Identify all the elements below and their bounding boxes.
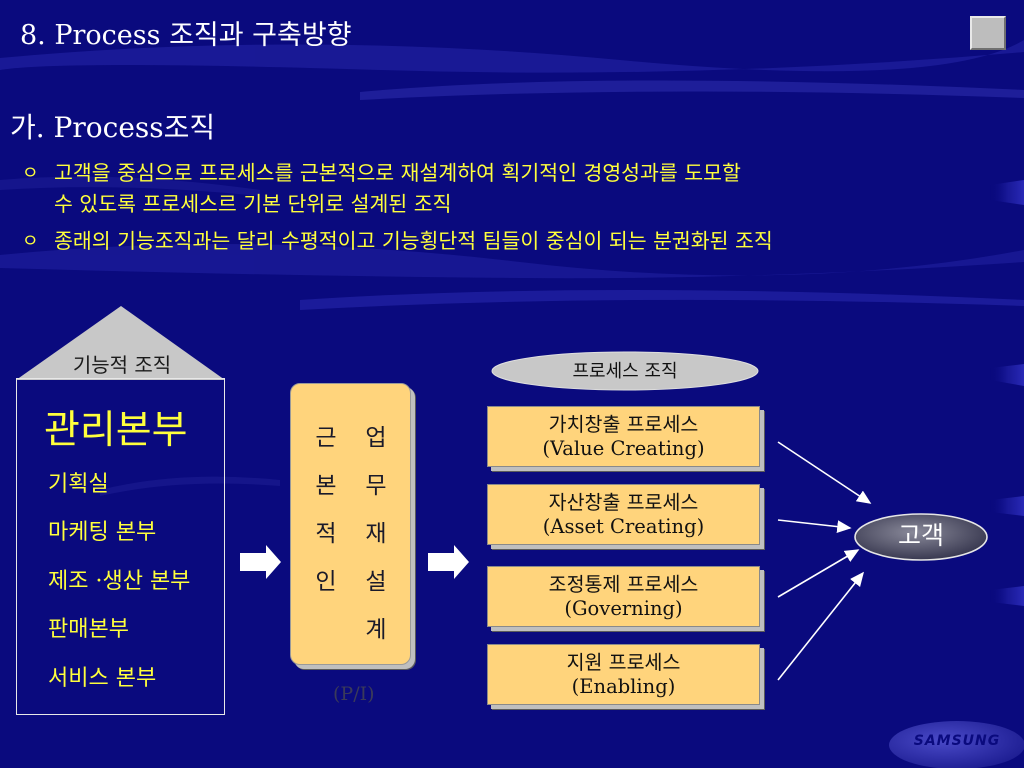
functional-org-item: 마케팅 본부: [48, 520, 157, 545]
functional-org-item: 판매본부: [48, 617, 129, 642]
redesign-char: 본: [315, 473, 337, 499]
functional-org-box: [16, 378, 225, 715]
bullet-mark-icon: ㅇ: [22, 231, 39, 252]
section-heading: 가. Process조직: [10, 111, 216, 144]
process-org-label: 프로세스 조직: [572, 361, 678, 382]
process-org-ellipse: [491, 351, 759, 391]
bullet-item: ㅇ 고객을 중심으로 프로세스를 근본적으로 재설계하여 획기적인 경영성과를 …: [0, 158, 1010, 220]
process-box-asset-creating[interactable]: 자산창출 프로세스 (Asset Creating): [487, 484, 760, 545]
logo-ellipse: [889, 721, 1024, 768]
functional-org-label: 기능적 조직: [72, 353, 172, 377]
arrow-enabling-to-customer: [777, 571, 864, 681]
bullet-mark-icon: ㅇ: [22, 163, 39, 184]
samsung-logo: SAMSUNG: [913, 733, 1001, 749]
functional-org-item: 제조 ·생산 본부: [48, 569, 191, 594]
redesign-char: 설: [365, 569, 387, 595]
arrow-value-to-customer: [777, 441, 872, 504]
arrow-asset-to-customer: [777, 519, 852, 533]
process-name-en: (Enabling): [571, 675, 676, 698]
bullet-item: ㅇ 종래의 기능조직과는 달리 수평적이고 기능횡단적 팀들이 중심이 되는 분…: [0, 226, 1010, 257]
redesign-char: 무: [365, 473, 387, 499]
customer-label: 고객: [897, 521, 944, 550]
arrow-governing-to-customer: [777, 549, 860, 598]
process-name-ko: 조정통제 프로세스: [548, 573, 699, 596]
functional-org-item: 기획실: [48, 472, 109, 497]
redesign-caption: (P/I): [333, 683, 375, 705]
block-arrow-right-2: [428, 545, 469, 579]
process-name-en: (Governing): [564, 597, 683, 620]
slide-title: 8. Process 조직과 구축방향: [20, 20, 352, 51]
bullet-text-line: 종래의 기능조직과는 달리 수평적이고 기능횡단적 팀들이 중심이 되는 분권화…: [54, 229, 773, 253]
bullet-list: ㅇ 고객을 중심으로 프로세스를 근본적으로 재설계하여 획기적인 경영성과를 …: [0, 158, 1010, 263]
process-name-en: (Value Creating): [542, 437, 705, 460]
redesign-char: 적: [315, 521, 337, 547]
background-swooshes: [0, 40, 1024, 606]
process-name-en: (Asset Creating): [542, 515, 705, 538]
process-box-enabling[interactable]: 지원 프로세스 (Enabling): [487, 644, 760, 705]
process-box-governing[interactable]: 조정통제 프로세스 (Governing): [487, 566, 760, 627]
process-name-ko: 지원 프로세스: [566, 651, 681, 674]
process-name-ko: 가치창출 프로세스: [548, 413, 699, 436]
redesign-char: 인: [315, 569, 337, 595]
functional-org-triangle: [16, 306, 225, 380]
redesign-char: 업: [365, 425, 387, 451]
bullet-text-line: 수 있도록 프로세스르 기본 단위로 설계된 조직: [54, 192, 452, 216]
redesign-char: 근: [315, 425, 337, 451]
customer-ellipse: [854, 513, 988, 561]
process-name-ko: 자산창출 프로세스: [548, 491, 699, 514]
redesign-right-column: 업 무 재 설 계: [361, 414, 391, 654]
next-slide-button[interactable]: [970, 16, 1006, 50]
business-redesign-box: 근 본 적 인 업 무 재 설 계: [290, 383, 411, 665]
redesign-left-column: 근 본 적 인: [311, 414, 341, 606]
redesign-char: 재: [365, 521, 387, 547]
functional-org-item: 서비스 본부: [48, 666, 157, 691]
block-arrow-right-1: [240, 545, 281, 579]
bullet-text-line: 고객을 중심으로 프로세스를 근본적으로 재설계하여 획기적인 경영성과를 도모…: [54, 161, 741, 185]
functional-org-main-division: 관리본부: [44, 408, 188, 453]
process-box-value-creating[interactable]: 가치창출 프로세스 (Value Creating): [487, 406, 760, 467]
redesign-char: 계: [365, 617, 387, 643]
